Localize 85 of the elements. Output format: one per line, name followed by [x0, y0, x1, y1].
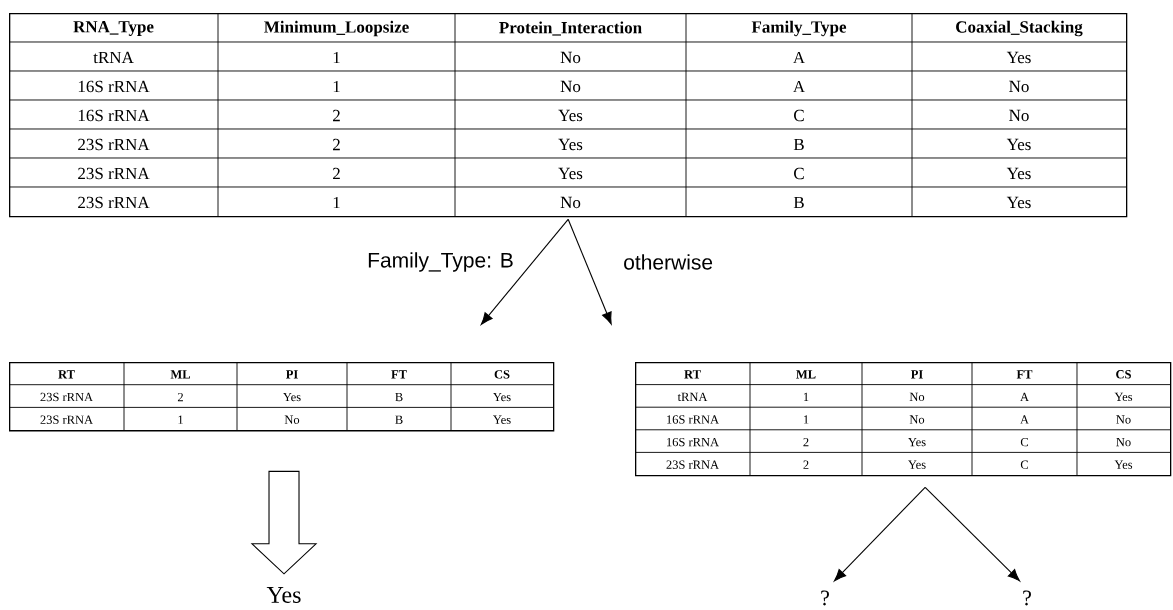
table-cell: No — [909, 392, 925, 402]
header-cell: CS — [494, 370, 510, 379]
table-cell: No — [909, 415, 925, 424]
table-cell: Yes — [558, 109, 583, 122]
table-cell: Yes — [493, 415, 511, 424]
table-cell: No — [560, 80, 581, 93]
table-cell: 1 — [804, 415, 809, 424]
table-cell: 23S rRNA — [40, 392, 93, 402]
table-cell: A — [793, 80, 805, 93]
header-cell: RT — [58, 370, 75, 379]
table-cell: B — [793, 196, 804, 209]
table-cell: Yes — [1114, 460, 1133, 469]
table-cell: A — [793, 51, 805, 64]
arrow — [924, 486, 1020, 582]
header-cell: FT — [1016, 370, 1033, 379]
table-cell: Yes — [283, 392, 301, 402]
table-cell: C — [1020, 437, 1028, 447]
header-cell: RT — [684, 370, 701, 379]
table-cell: 16S rRNA — [78, 109, 150, 122]
header-cell: FT — [391, 370, 407, 379]
table-cell: 1 — [804, 392, 809, 401]
table-cell: C — [794, 109, 804, 122]
table-cell: 16S rRNA — [667, 437, 719, 447]
table-cell: Yes — [1006, 138, 1031, 151]
table-cell: 1 — [178, 415, 183, 424]
table-cell: 2 — [177, 392, 183, 402]
table-cell: 16S rRNA — [78, 80, 150, 93]
header-cell: Coaxial_Stacking — [956, 20, 1083, 37]
table-cell: No — [560, 51, 581, 64]
header-cell: ML — [796, 370, 816, 379]
arrow — [567, 218, 612, 325]
header-cell: Protein_Interaction — [499, 21, 642, 36]
table-cell: 1 — [333, 80, 340, 93]
table-cell: Yes — [1006, 167, 1031, 180]
edge-label: Family_Type: B — [368, 252, 513, 272]
table-cell: No — [1116, 415, 1131, 424]
table-cell: No — [284, 415, 300, 424]
header-cell: PI — [286, 370, 298, 379]
table-cell: 23S rRNA — [78, 138, 150, 151]
table-cell: 16S rRNA — [667, 415, 719, 424]
header-cell: Minimum_Loopsize — [264, 20, 409, 37]
table-cell: 2 — [803, 437, 809, 447]
table-cell: B — [395, 415, 403, 424]
table-cell: No — [1009, 109, 1029, 122]
table-cell: tRNA — [677, 392, 708, 402]
table-cell: Yes — [908, 460, 926, 469]
table-cell: 23S rRNA — [40, 415, 93, 424]
table-cell: Yes — [1006, 51, 1031, 64]
header-cell: ML — [170, 370, 191, 379]
table-cell: 1 — [333, 51, 340, 64]
table-cell: 2 — [333, 109, 340, 122]
table-cell: Yes — [1006, 196, 1031, 209]
table-cell: Yes — [1114, 392, 1133, 402]
table-cell: 23S rRNA — [78, 167, 150, 180]
header-cell: Family_Type — [751, 20, 847, 37]
table-cell: tRNA — [93, 51, 134, 64]
table-cell: 23S rRNA — [666, 460, 719, 469]
table-cell: 1 — [333, 196, 340, 209]
table-cell: B — [395, 392, 403, 402]
table-cell: B — [793, 138, 804, 151]
question-mark: ? — [1023, 590, 1031, 606]
header-cell: PI — [910, 370, 923, 379]
header-cell: RNA_Type — [73, 21, 154, 36]
arrow — [480, 218, 569, 325]
table-cell: Yes — [908, 437, 926, 447]
table-cell: No — [560, 196, 581, 209]
table-cell: 2 — [333, 138, 340, 151]
table-cell: 2 — [333, 167, 340, 180]
arrow — [833, 486, 926, 582]
table-cell: Yes — [493, 392, 511, 402]
question-mark: ? — [821, 590, 829, 606]
table-cell: No — [1009, 80, 1029, 93]
table-cell: Yes — [558, 138, 583, 151]
edge-label: otherwise — [624, 254, 713, 270]
table-cell: 2 — [803, 460, 809, 469]
table-cell: A — [1020, 415, 1029, 424]
table-cell: A — [1020, 392, 1029, 401]
table-cell: Yes — [558, 167, 583, 180]
header-cell: CS — [1116, 370, 1131, 379]
outcome-label: Yes — [266, 587, 301, 603]
table-cell: 23S rRNA — [78, 196, 150, 209]
table-cell: C — [794, 167, 804, 180]
table-cell: No — [1116, 437, 1131, 447]
table-cell: C — [1020, 460, 1028, 469]
block-arrow — [250, 470, 318, 575]
